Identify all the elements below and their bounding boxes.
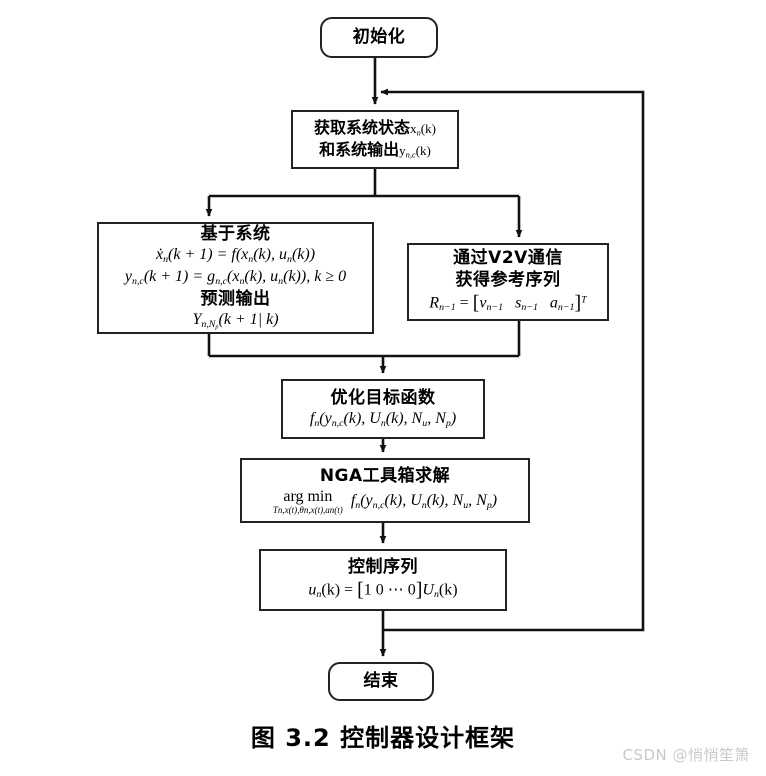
node-acquire-line2: 和系统输出yn,c(k) [319, 139, 431, 161]
node-objective-function[interactable]: 优化目标函数 fn(yn,c(k), Un(k), Nu, Np) [281, 379, 485, 439]
node-model-equation-3: Yn,Np(k + 1| k) [192, 311, 279, 331]
node-start[interactable]: 初始化 [320, 17, 438, 58]
node-acquire-line1: 获取系统状态xn(k) [314, 117, 436, 139]
node-start-label: 初始化 [352, 27, 406, 48]
node-model-title: 基于系统 [200, 224, 271, 245]
node-acquire-line1-cn: 获取系统状态 [314, 117, 411, 137]
node-control-sequence[interactable]: 控制序列 un(k) = [1 0 ⋯ 0]Un(k) [259, 549, 507, 611]
node-v2v-line1: 通过V2V通信 [453, 248, 563, 269]
node-v2v-line2: 获得参考序列 [455, 270, 561, 291]
node-model-subtitle: 预测输出 [200, 289, 271, 310]
node-nga-title: NGA工具箱求解 [319, 466, 451, 487]
node-objective-equation: fn(yn,c(k), Un(k), Nu, Np) [309, 410, 457, 430]
node-objective-title: 优化目标函数 [330, 388, 436, 409]
node-acquire-line2-cn: 和系统输出 [319, 139, 400, 159]
node-control-title: 控制序列 [348, 557, 418, 578]
node-model-equation-2: yn,c(k + 1) = gn,c(xn(k), un(k)), k ≥ 0 [124, 267, 347, 287]
node-model-eq3-sub: n,Np [201, 318, 219, 331]
csdn-watermark: CSDN @悄悄笙箫 [622, 746, 750, 764]
node-v2v-equation: Rn−1 = [vn−1 sn−1 an−1]T [429, 292, 587, 315]
node-end[interactable]: 结束 [328, 662, 434, 701]
node-acquire-line1-math: xn(k) [410, 120, 436, 137]
node-acquire-line2-math: yn,c(k) [399, 142, 431, 159]
node-model-equation-1: ẋn(k + 1) = f(xn(k), un(k)) [155, 246, 316, 265]
node-acquire-state[interactable]: 获取系统状态xn(k) 和系统输出yn,c(k) [291, 110, 459, 169]
node-end-label: 结束 [363, 671, 399, 692]
node-control-equation: un(k) = [1 0 ⋯ 0]Un(k) [308, 579, 458, 602]
node-v2v-reference[interactable]: 通过V2V通信 获得参考序列 Rn−1 = [vn−1 sn−1 an−1]T [407, 243, 609, 321]
figure-caption: 图 3.2 控制器设计框架 [250, 724, 516, 752]
node-system-model[interactable]: 基于系统 ẋn(k + 1) = f(xn(k), un(k)) yn,c(k … [97, 222, 374, 334]
